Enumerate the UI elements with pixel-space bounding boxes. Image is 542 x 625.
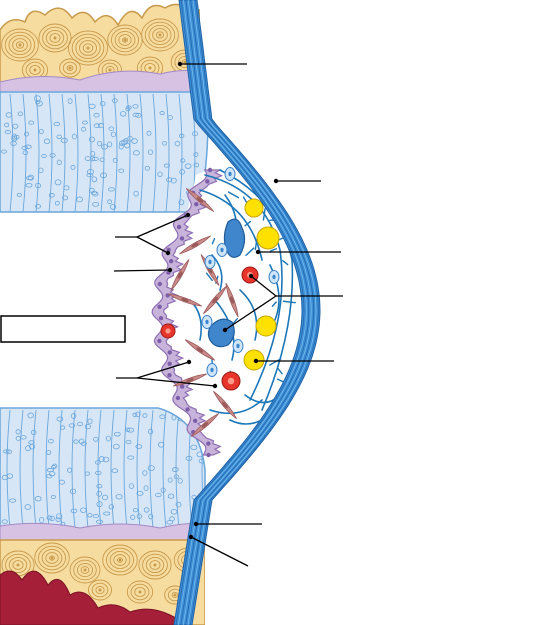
label-answer-box[interactable] — [0, 315, 126, 343]
bottom-bone — [0, 539, 205, 625]
bottom-articular-cartilage — [0, 407, 206, 531]
leader-synovium — [113, 269, 171, 272]
macrophage-cells — [207, 218, 246, 348]
small-cells — [201, 167, 280, 377]
label-leader-lines — [113, 61, 343, 567]
joint-capsule — [173, 0, 321, 625]
fat-cells — [243, 198, 280, 371]
leader-bottom-bone — [190, 536, 249, 567]
chondrocytes — [1, 411, 205, 526]
chondrocytes — [1, 95, 201, 210]
top-articular-cartilage — [0, 91, 209, 213]
bone-osteon-rings — [1, 18, 200, 82]
bone-marrow — [0, 570, 191, 625]
